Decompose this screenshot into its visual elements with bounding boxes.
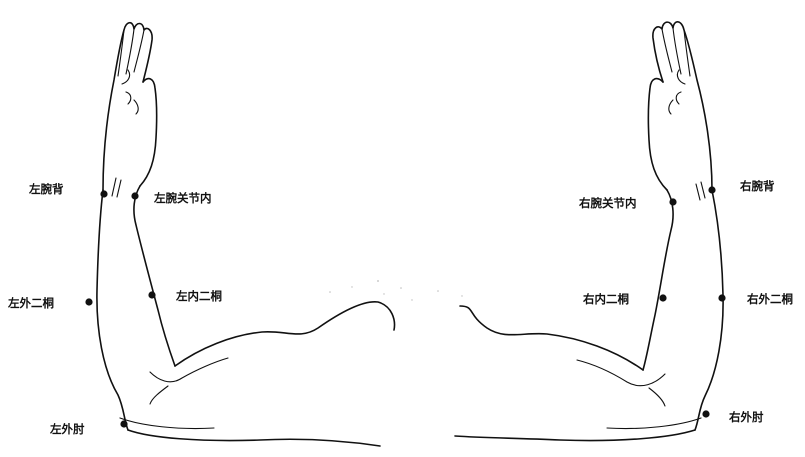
right-wan-guanjie-nei-label: 右腕关节内 [578, 196, 637, 210]
right-wai-er-tong-label: 右外二桐 [746, 292, 793, 306]
left-wan-guanjie-nei-label: 左腕关节内 [153, 191, 212, 205]
left-upper-arm [174, 301, 396, 367]
left-wan-guanjie-nei-point [131, 192, 139, 200]
right-arm-drawing [454, 21, 724, 442]
right-wai-er-tong-point [718, 294, 726, 302]
left-wan-bei-point [100, 190, 108, 198]
right-nei-er-tong-point [659, 294, 667, 302]
right-upper-arm [459, 305, 644, 371]
left-hand-thumb [139, 77, 158, 187]
right-elbow [454, 429, 696, 442]
left-hand-fingers [102, 21, 153, 191]
right-wai-zhou-label: 右外肘 [728, 410, 764, 424]
left-wai-zhou-label: 左外肘 [49, 422, 85, 436]
right-wan-guanjie-nei-point [669, 198, 677, 206]
right-wai-zhou-point [702, 410, 710, 418]
left-forearm-outer [96, 189, 129, 431]
right-forearm-inner [642, 189, 674, 371]
left-nei-er-tong-label: 左内二桐 [175, 289, 222, 303]
right-nei-er-tong-label: 右内二桐 [582, 292, 629, 306]
left-forearm-inner [133, 185, 176, 367]
left-nei-er-tong-point [148, 291, 156, 299]
left-arm-drawing [96, 21, 396, 447]
right-forearm-outer [694, 189, 724, 431]
left-wan-bei-label: 左腕背 [28, 182, 64, 196]
left-wai-er-tong-point [85, 298, 93, 306]
left-elbow [127, 429, 381, 447]
scan-noise [329, 280, 463, 301]
right-hand-thumb [647, 77, 668, 191]
right-hand-fingers [652, 21, 713, 191]
left-wai-zhou-point [120, 420, 128, 428]
right-wan-bei-label: 右腕背 [739, 179, 775, 193]
right-wan-bei-point [708, 186, 716, 194]
left-wai-er-tong-label: 左外二桐 [7, 296, 54, 310]
